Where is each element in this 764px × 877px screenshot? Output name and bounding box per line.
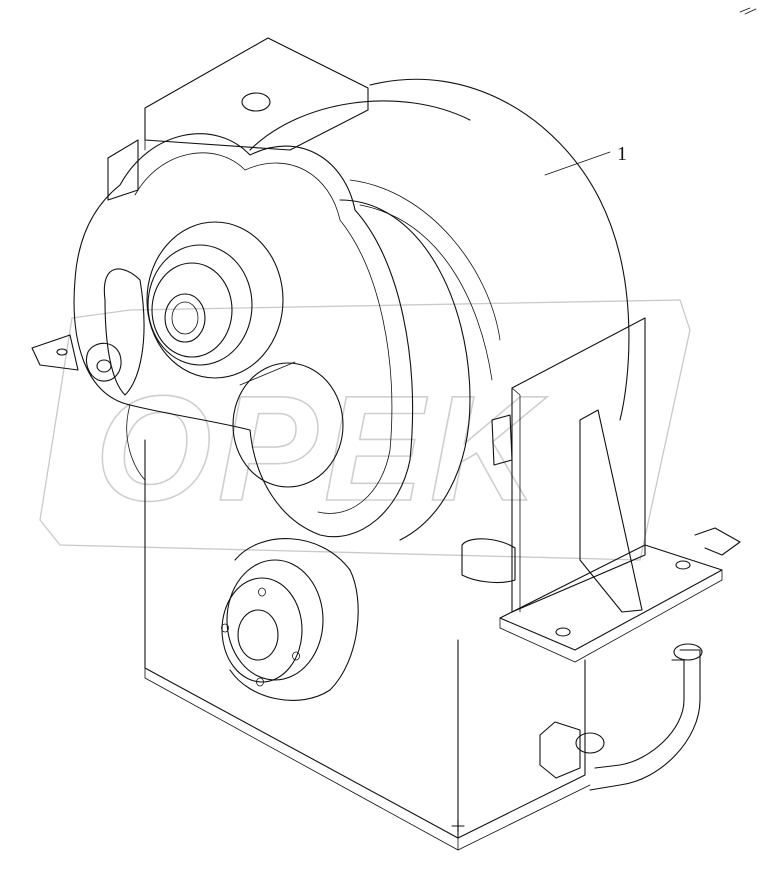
side-stub-outline	[461, 538, 516, 584]
corner-mark	[739, 7, 757, 15]
callout-leader-line	[544, 151, 611, 176]
lower-flange-housing	[229, 538, 359, 701]
lower-flange	[221, 538, 359, 701]
lower-housing-side-face	[457, 659, 586, 839]
upper-flange-ring-2	[151, 262, 233, 358]
left-boss	[103, 268, 344, 488]
left-lug	[85, 342, 122, 382]
callout-1: 1	[544, 143, 627, 176]
bracket-base-plate	[499, 544, 723, 651]
lower-bolt-hole-4	[256, 677, 264, 687]
pipe	[539, 643, 703, 791]
bracket-plate-edge	[511, 387, 521, 613]
lower-housing	[144, 439, 591, 851]
bracket-slot-tab	[694, 527, 741, 556]
left-boss-outline	[103, 268, 145, 396]
front-cover-outline	[73, 133, 414, 538]
pipe-outer	[589, 649, 701, 791]
upper-flange	[146, 221, 284, 379]
housing-inner-seam	[349, 179, 501, 341]
top-plate-outline	[144, 37, 369, 151]
lower-bolt-hole-2	[258, 587, 266, 597]
top-plate	[107, 37, 369, 201]
pipe-end	[673, 643, 703, 661]
watermark-text: OPEK	[95, 364, 548, 532]
lower-flange-ring	[226, 559, 324, 681]
housing-rear-shell	[369, 78, 630, 421]
front-cover-edge	[126, 404, 146, 481]
watermark-frame	[39, 299, 691, 561]
top-plate-hole	[241, 92, 271, 112]
lower-housing-front-face	[144, 439, 459, 839]
right-bracket	[499, 317, 741, 663]
bracket-base-edge	[499, 569, 723, 663]
front-cover	[73, 133, 414, 538]
left-lug-hole	[96, 359, 112, 373]
lower-housing-edge	[144, 667, 459, 851]
top-plate-side	[144, 87, 369, 151]
housing-rim	[339, 199, 471, 541]
bracket-base-hole-1	[555, 627, 571, 637]
pipe-inner	[594, 659, 685, 769]
pipe-fitting-nut	[575, 732, 605, 754]
lower-flange-face	[221, 577, 303, 683]
upper-shaft-bore-inner	[171, 301, 199, 335]
bracket-gusset	[579, 409, 643, 613]
pipe-fitting	[539, 721, 581, 779]
bracket-base-hole-2	[675, 560, 691, 570]
left-bracket-hole	[56, 348, 68, 356]
housing-top-arc	[249, 100, 471, 151]
left-bracket	[31, 334, 122, 382]
callout-label: 1	[617, 143, 627, 165]
left-bracket-plate	[31, 334, 79, 371]
lower-bolt-hole-1	[221, 623, 229, 633]
bracket-vertical-plate	[511, 317, 646, 613]
left-cover-lower-disc	[232, 362, 344, 488]
housing-seam-2	[359, 204, 493, 381]
lower-housing-corner-mark	[451, 819, 465, 833]
lower-shaft-bore	[237, 609, 279, 661]
upper-flange-outer	[146, 221, 284, 379]
upper-shaft-bore	[164, 293, 206, 343]
watermark: OPEK	[39, 299, 691, 561]
main-housing	[249, 78, 630, 541]
left-cover-lower-seam	[239, 361, 296, 386]
upper-flange-ring	[147, 244, 253, 366]
lower-bolt-hole-3	[292, 651, 300, 661]
front-cover-inner-outline	[134, 152, 393, 514]
